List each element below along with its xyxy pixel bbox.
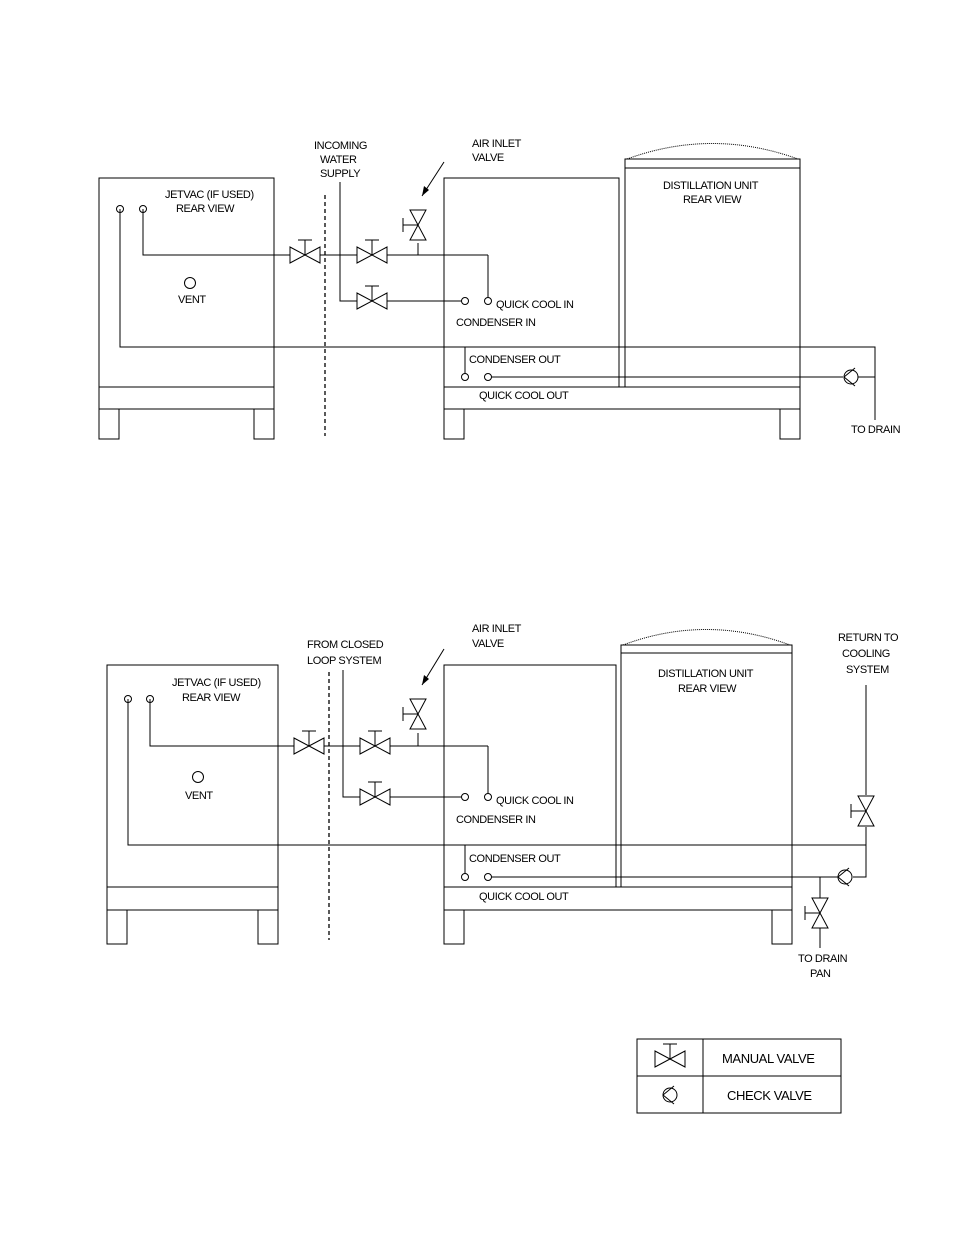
vent-label: VENT <box>178 294 206 306</box>
air-inlet-label-2: VALVE <box>472 152 504 164</box>
piping-2 <box>127 670 867 948</box>
supply-label-3: SUPPLY <box>320 168 361 180</box>
manual-valve-quickcool <box>356 239 388 264</box>
manual-valve-condenser <box>356 285 388 310</box>
vent-port <box>184 277 196 289</box>
supply-label-2: WATER <box>320 154 357 166</box>
condenser-in-port-2 <box>461 793 469 801</box>
manual-valve-condenser-2 <box>359 781 391 806</box>
jetvac-label: JETVAC (IF USED) <box>165 189 254 201</box>
quick-cool-out-label: QUICK COOL OUT <box>479 390 569 402</box>
check-valve-return <box>837 867 853 887</box>
distillation-sublabel: REAR VIEW <box>683 194 742 206</box>
condenser-in-label-2: CONDENSER IN <box>456 814 536 826</box>
quick-cool-out-port-2 <box>484 873 492 881</box>
air-inlet-arrow-icon-2 <box>422 675 429 685</box>
condenser-out-label-2: CONDENSER OUT <box>469 853 561 865</box>
to-drain-pan-label-1: TO DRAIN <box>798 953 848 965</box>
condenser-out-port-2 <box>461 873 469 881</box>
closed-loop-label-1: FROM CLOSED <box>307 639 384 651</box>
condenser-in-label: CONDENSER IN <box>456 317 536 329</box>
quick-cool-out-label-2: QUICK COOL OUT <box>479 891 569 903</box>
manual-valve-drain-pan <box>804 897 829 929</box>
manual-valve-supply <box>289 239 321 264</box>
manual-valve-icon <box>654 1043 686 1068</box>
legend: MANUAL VALVE CHECK VALVE <box>636 1038 842 1114</box>
piping <box>119 182 876 420</box>
air-inlet-valve <box>402 209 427 241</box>
jetvac-sublabel: REAR VIEW <box>176 203 235 215</box>
supply-label-1: INCOMING <box>314 140 367 152</box>
quick-cool-in-label-2: QUICK COOL IN <box>496 795 574 807</box>
jetvac-unit-2: JETVAC (IF USED) REAR VIEW VENT <box>106 664 279 945</box>
distillation-label-2: DISTILLATION UNIT <box>658 668 754 680</box>
air-inlet-label-1: AIR INLET <box>472 138 522 150</box>
quick-cool-in-port <box>484 297 492 305</box>
condenser-out-label: CONDENSER OUT <box>469 354 561 366</box>
vent-label-2: VENT <box>185 790 213 802</box>
closed-loop-label-2: LOOP SYSTEM <box>307 655 381 667</box>
check-valve-icon <box>662 1085 678 1105</box>
quick-cool-in-label: QUICK COOL IN <box>496 299 574 311</box>
vent-port-2 <box>192 771 204 783</box>
to-drain-label: TO DRAIN <box>851 424 901 436</box>
quick-cool-out-port <box>484 373 492 381</box>
return-label-2: COOLING <box>842 648 890 660</box>
legend-check-valve: CHECK VALVE <box>727 1088 812 1103</box>
check-valve-drain <box>843 367 859 387</box>
to-drain-pan-label-2: PAN <box>810 968 831 980</box>
air-inlet-valve-2 <box>402 698 427 730</box>
air-inlet-arrow-icon <box>422 186 429 196</box>
condenser-out-port <box>461 373 469 381</box>
manual-valve-return <box>850 795 875 827</box>
return-label-3: SYSTEM <box>846 664 889 676</box>
jetvac-unit: JETVAC (IF USED) REAR VIEW VENT <box>98 177 275 440</box>
distillation-unit: DISTILLATION UNIT REAR VIEW <box>443 143 801 440</box>
diagram-closed-loop: JETVAC (IF USED) REAR VIEW VENT FROM CLO… <box>106 623 899 980</box>
manual-valve-quickcool-2 <box>359 730 391 755</box>
quick-cool-in-port-2 <box>484 793 492 801</box>
manual-valve-supply-2 <box>293 730 325 755</box>
return-label-1: RETURN TO <box>838 632 899 644</box>
legend-manual-valve: MANUAL VALVE <box>722 1051 815 1066</box>
condenser-in-port <box>461 297 469 305</box>
jetvac-sublabel-2: REAR VIEW <box>182 692 241 704</box>
distillation-sublabel-2: REAR VIEW <box>678 683 737 695</box>
jetvac-label-2: JETVAC (IF USED) <box>172 677 261 689</box>
distillation-unit-2: DISTILLATION UNIT REAR VIEW <box>443 629 793 945</box>
air-inlet-label-2b: VALVE <box>472 638 504 650</box>
air-inlet-label-2a: AIR INLET <box>472 623 522 635</box>
diagram-open-supply: JETVAC (IF USED) REAR VIEW VENT INCOMING… <box>98 138 901 440</box>
distillation-label: DISTILLATION UNIT <box>663 180 759 192</box>
